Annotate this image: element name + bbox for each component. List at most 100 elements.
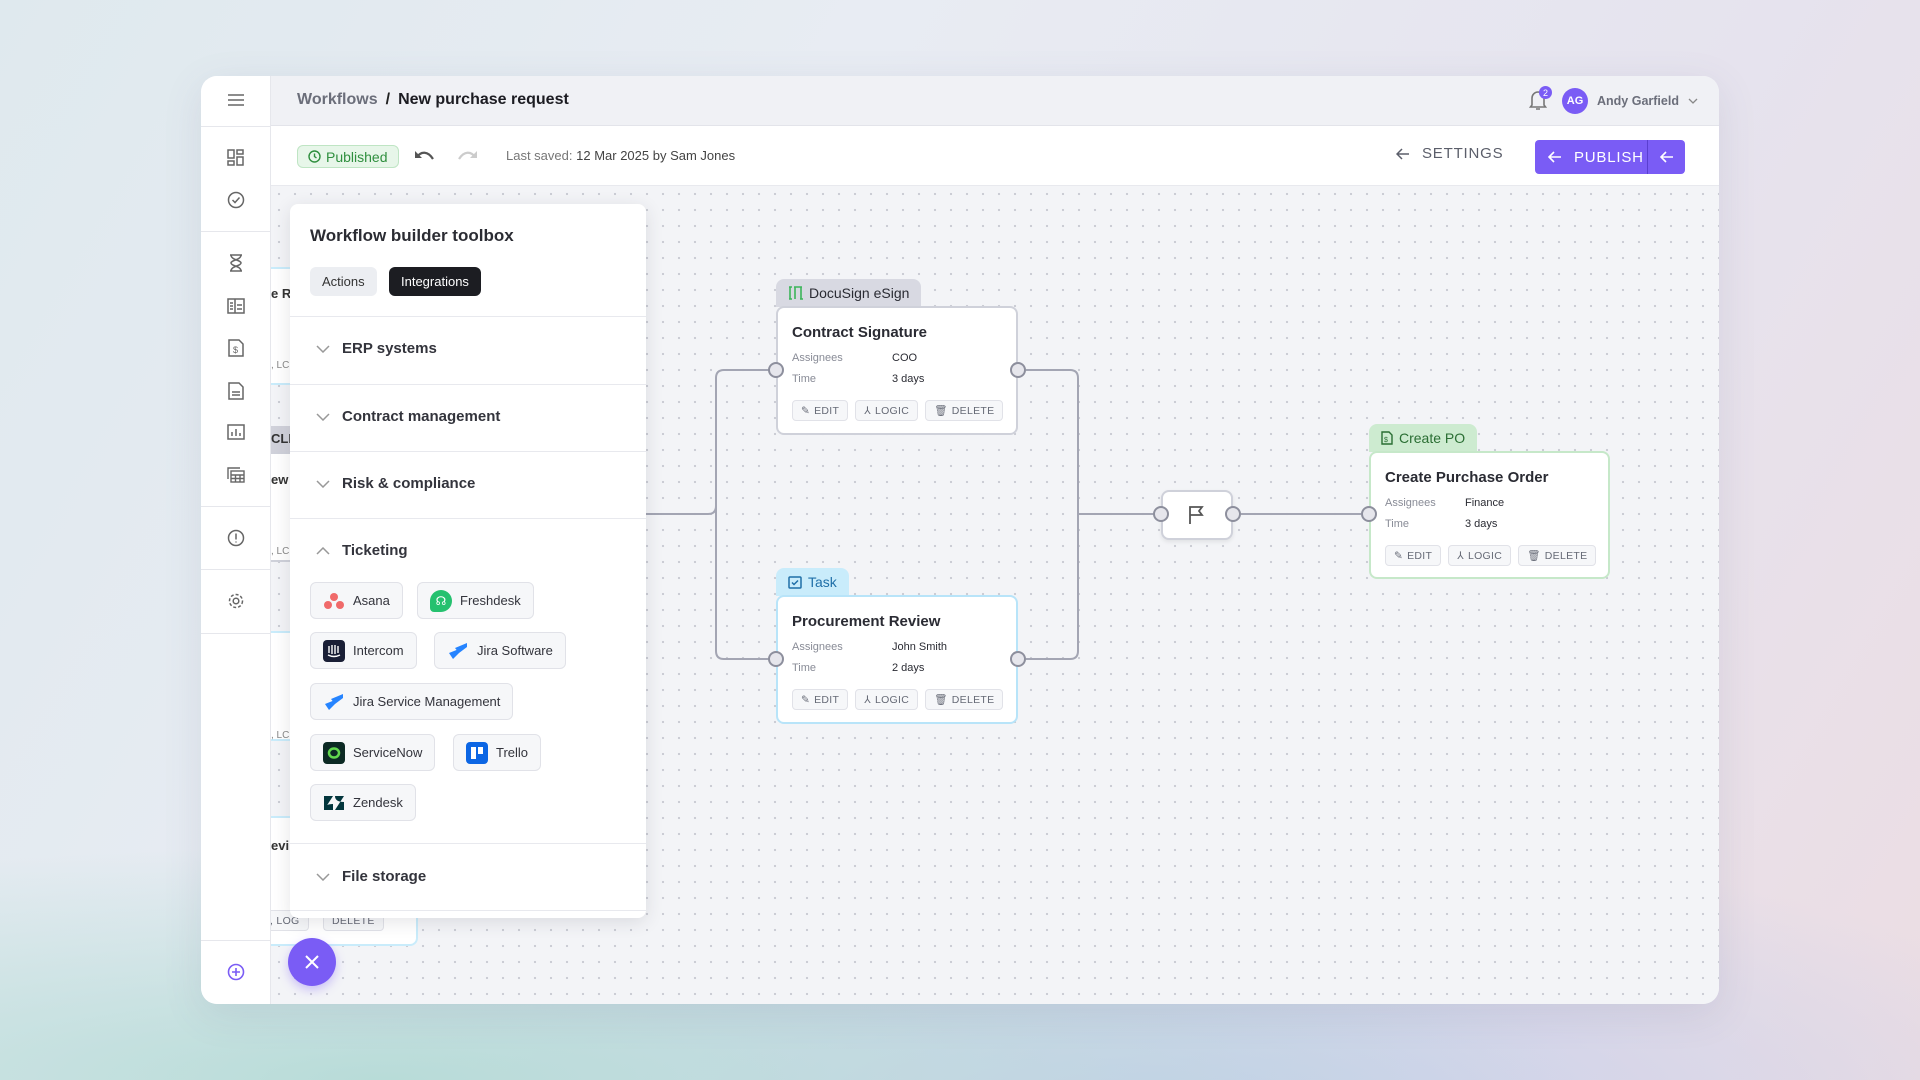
invoice-icon[interactable]: $	[223, 335, 249, 361]
milestone-node[interactable]	[1161, 490, 1233, 540]
redo-icon[interactable]	[456, 149, 478, 163]
settings-label: SETTINGS	[1422, 145, 1504, 162]
integration-intercom[interactable]: Intercom	[310, 632, 417, 669]
section-label: Ticketing	[342, 542, 408, 559]
document-icon[interactable]	[223, 378, 249, 404]
label: , LOG	[271, 914, 300, 927]
branch-icon: ⅄	[1457, 549, 1464, 562]
integration-label: Intercom	[353, 643, 404, 658]
integration-trello[interactable]: Trello	[453, 734, 542, 771]
edit-button[interactable]: ✎EDIT	[1385, 545, 1442, 566]
delete-button[interactable]: 🗑DELETE	[925, 400, 1004, 421]
time-value: 2 days	[892, 662, 925, 674]
time-label: Time	[1385, 518, 1410, 530]
integration-zendesk[interactable]: Zendesk	[310, 784, 416, 821]
label: EDIT	[814, 404, 840, 417]
pencil-icon: ✎	[1394, 549, 1404, 562]
label: DELETE	[951, 404, 995, 417]
label: LOGIC	[874, 693, 910, 706]
dashboard-icon[interactable]	[223, 145, 249, 171]
integration-jira-service-management[interactable]: Jira Service Management	[310, 683, 514, 720]
assignees-value: John Smith	[892, 641, 948, 653]
notifications-button[interactable]: 2	[1528, 86, 1552, 113]
docusign-icon	[789, 286, 803, 300]
integration-freshdesk[interactable]: ☊Freshdesk	[417, 582, 534, 619]
integration-label: ServiceNow	[353, 745, 423, 760]
publish-button[interactable]: PUBLISH	[1535, 140, 1648, 174]
label: LOGIC	[874, 404, 910, 417]
undo-icon[interactable]	[414, 149, 436, 163]
asana-logo	[323, 590, 345, 612]
settings-icon[interactable]	[223, 588, 249, 614]
connectors	[641, 369, 1361, 660]
node-output-handle[interactable]	[1010, 651, 1026, 667]
tab-actions[interactable]: Actions	[310, 267, 377, 296]
spreadsheet-icon[interactable]	[223, 462, 249, 488]
publish-label: PUBLISH	[1574, 148, 1644, 166]
integration-label: Freshdesk	[460, 593, 521, 608]
chevron-down-icon	[316, 412, 330, 421]
section-ticketing[interactable]: Ticketing	[316, 542, 408, 559]
sidebar: $	[201, 76, 271, 1004]
check-circle-icon[interactable]	[223, 187, 249, 213]
hidden-card-fragment: e R	[271, 286, 292, 301]
time-label: Time	[792, 662, 817, 674]
toolbox-title: Workflow builder toolbox	[310, 226, 514, 245]
add-icon[interactable]	[223, 959, 249, 985]
table-icon[interactable]	[223, 293, 249, 319]
integration-asana[interactable]: Asana	[310, 582, 403, 619]
user-name: Andy Garfield	[1597, 94, 1679, 108]
chart-icon[interactable]	[223, 419, 249, 445]
svg-text:$: $	[1384, 437, 1388, 444]
delete-button[interactable]: 🗑DELETE	[1518, 545, 1597, 566]
top-header: Workflows/New purchase request 2 AG Andy…	[271, 76, 1719, 126]
node-input-handle[interactable]	[768, 362, 784, 378]
logic-button[interactable]: ⅄LOGIC	[855, 400, 919, 421]
node-output-handle[interactable]	[1010, 362, 1026, 378]
section-contract-management[interactable]: Contract management	[316, 408, 500, 425]
hourglass-icon[interactable]	[223, 250, 249, 276]
section-erp-systems[interactable]: ERP systems	[316, 340, 437, 357]
workflow-toolbox: Workflow builder toolbox Actions Integra…	[290, 204, 646, 918]
logic-button[interactable]: ⅄LOGIC	[1448, 545, 1512, 566]
integration-servicenow[interactable]: ServiceNow	[310, 734, 436, 771]
assignees-label: Assignees	[792, 641, 843, 653]
edit-button[interactable]: ✎EDIT	[792, 689, 849, 710]
assignees-label: Assignees	[792, 352, 843, 364]
tab-integrations[interactable]: Integrations	[389, 267, 481, 296]
node-output-handle[interactable]	[1225, 506, 1241, 522]
close-toolbox-button[interactable]	[288, 938, 336, 986]
settings-button[interactable]: SETTINGS	[1396, 145, 1503, 162]
publish-options-button[interactable]	[1648, 140, 1685, 174]
integration-jira-software[interactable]: Jira Software	[434, 632, 566, 669]
hidden-card-fragment: CLI	[271, 431, 292, 446]
delete-button[interactable]: 🗑DELETE	[925, 689, 1004, 710]
menu-icon[interactable]	[223, 87, 249, 113]
branch-icon: ⅄	[864, 693, 871, 706]
section-file-storage[interactable]: File storage	[316, 868, 426, 885]
breadcrumb-workflows[interactable]: Workflows	[297, 91, 378, 108]
edit-button[interactable]: ✎EDIT	[792, 400, 849, 421]
section-risk-compliance[interactable]: Risk & compliance	[316, 475, 475, 492]
node-input-handle[interactable]	[768, 651, 784, 667]
assignees-label: Assignees	[1385, 497, 1436, 509]
section-label: File storage	[342, 868, 427, 885]
user-menu[interactable]: AG Andy Garfield	[1562, 88, 1698, 114]
section-label: ERP systems	[342, 340, 437, 357]
trash-icon: 🗑	[934, 405, 948, 417]
label: EDIT	[814, 693, 840, 706]
arrow-left-icon	[1659, 151, 1673, 163]
time-value: 3 days	[1465, 518, 1498, 530]
node-tag-create-po: $ Create PO	[1369, 424, 1478, 452]
intercom-logo	[323, 639, 345, 662]
logic-button[interactable]: ⅄LOGIC	[855, 689, 919, 710]
node-tag-label: DocuSign eSign	[809, 285, 910, 301]
node-input-handle[interactable]	[1153, 506, 1169, 522]
alert-icon[interactable]	[223, 525, 249, 551]
integration-label: Zendesk	[353, 795, 403, 810]
node-input-handle[interactable]	[1361, 506, 1377, 522]
pencil-icon: ✎	[801, 404, 811, 417]
